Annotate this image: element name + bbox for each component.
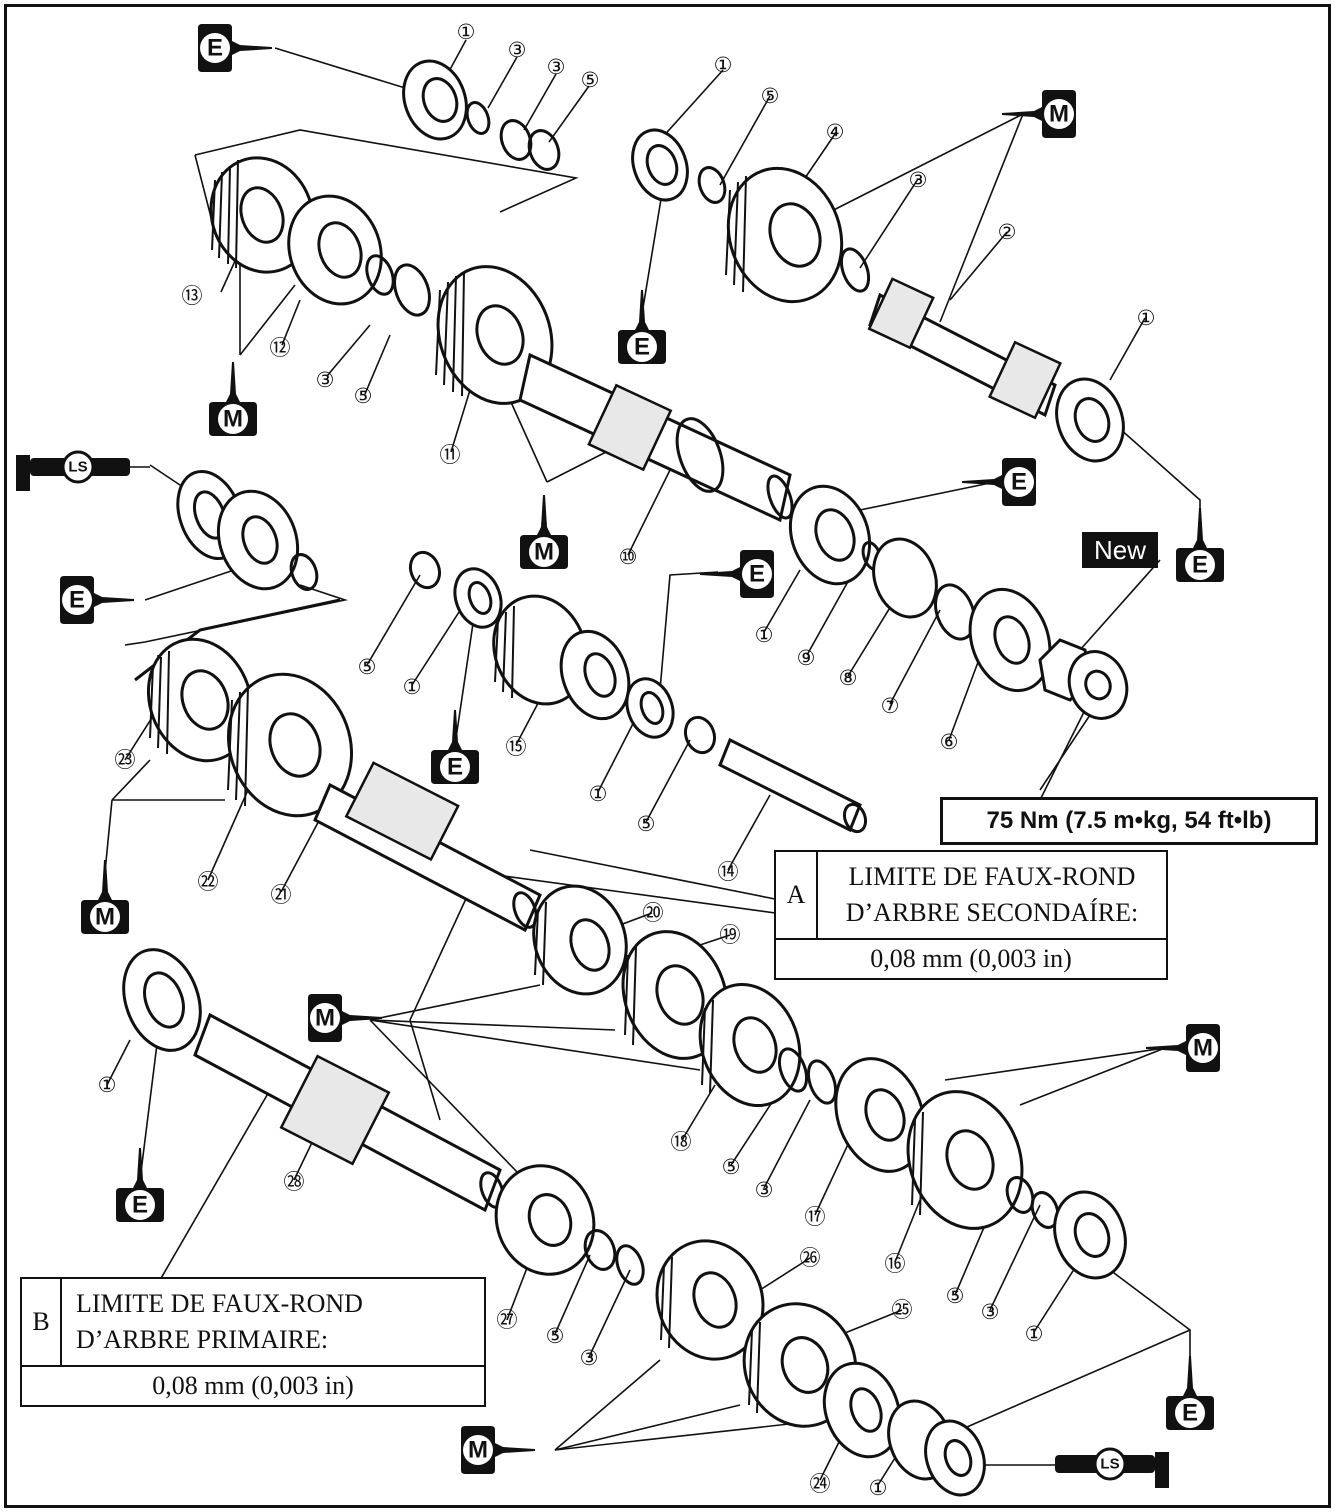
moly-oil-symbol: M [223,406,243,433]
engine-oil-symbol: E [749,561,765,588]
engine-oil-symbol: E [1192,552,1208,579]
callout-10: ⑩ [619,545,638,569]
callout-5-h: ⑤ [546,1324,565,1348]
moly-oil-symbol: M [95,904,115,931]
callout-16: ⑯ [885,1252,906,1276]
callout-1-c: ① [1137,306,1156,330]
middle-center-parts [408,550,868,834]
spec-value: 0,08 mm (0,003 in) [22,1365,484,1405]
moly-oil-symbol: M [315,1005,335,1032]
callout-26: ㉖ [800,1246,821,1270]
callout-11: ⑪ [440,443,461,467]
callout-22: ㉒ [198,870,219,894]
middle-right-parts [788,484,1129,720]
callout-3-e: ③ [755,1178,774,1202]
middle-left-parts [134,469,542,933]
moly-oil-symbol: M [534,539,554,566]
engine-oil-symbol: E [1011,469,1027,496]
engine-oil-symbol: E [132,1192,148,1219]
engine-oil-symbol: E [69,587,85,614]
callout-17: ⑰ [805,1205,826,1229]
callout-7: ⑦ [881,694,900,718]
torque-spec: 75 Nm (7.5 m•kg, 54 ft•lb) [940,797,1318,845]
engine-oil-symbol: E [634,334,650,361]
engine-oil-symbol: E [447,754,463,781]
callout-5-a: ⑤ [581,68,600,92]
callout-9: ⑨ [797,646,816,670]
moly-oil-symbol: M [1193,1035,1213,1062]
callout-3-b: ③ [547,55,566,79]
moly-oil-symbol: M [468,1437,488,1464]
callout-1-a: ① [457,20,476,44]
lower-parts [122,884,1127,1497]
callout-numbers: ① ③ ③ ⑤ ⑬ ⑫ ③ ⑤ ⑪ ⑩ ① ⑤ ④ ③ ② ① ① ⑨ ⑧ ⑦ … [98,20,1156,1500]
callout-6: ⑥ [940,730,959,754]
callout-1-d: ① [755,623,774,647]
callout-15: ⑮ [506,735,527,759]
callout-1-g: ① [1025,1322,1044,1346]
lithium-grease-symbol: LS [1100,1456,1119,1473]
callout-3-d: ③ [909,168,928,192]
callout-5-c: ⑤ [761,84,780,108]
callout-5-e: ⑤ [637,812,656,836]
callout-25: ㉕ [892,1298,913,1322]
secondary-shaft-parts [209,59,1125,523]
callout-3-c: ③ [316,368,335,392]
callout-3-f: ③ [981,1300,1000,1324]
callout-1-i: ① [869,1476,888,1500]
callout-21: ㉑ [271,883,292,907]
callout-24: ㉔ [810,1472,831,1496]
new-part-tag: New [1082,532,1158,568]
callout-5-b: ⑤ [354,384,373,408]
spec-label-line1: LIMITE DE FAUX-ROND [76,1289,363,1318]
engine-oil-symbol: E [207,35,223,62]
callout-27: ㉗ [497,1308,518,1332]
callout-2: ② [998,220,1017,244]
callout-1-b: ① [714,53,733,77]
callout-4: ④ [826,120,845,144]
spec-letter: B [22,1279,62,1365]
callout-5-f: ⑤ [722,1155,741,1179]
lithium-grease-icon [1055,1447,1169,1488]
callout-3-g: ③ [580,1346,599,1370]
spec-letter: A [776,852,818,938]
callout-1-f: ① [589,782,608,806]
callout-13: ⑬ [182,284,203,308]
callout-23: ㉓ [115,748,136,772]
moly-oil-symbol: M [1049,101,1069,128]
spec-label-line1: LIMITE DE FAUX-ROND [848,862,1136,891]
lithium-grease-symbol: LS [68,459,87,476]
callout-12: ⑫ [270,336,291,360]
spec-value: 0,08 mm (0,003 in) [776,938,1166,978]
engine-oil-symbol: E [1182,1400,1198,1427]
callout-5-d: ⑤ [358,655,377,679]
leader-lines [104,39,1201,1486]
callout-28: ㉘ [284,1170,305,1194]
callout-1-e: ① [403,675,422,699]
spec-label-line2: D’ARBRE PRIMAIRE: [76,1325,329,1354]
callout-5-g: ⑤ [946,1284,965,1308]
lithium-grease-icon [16,450,150,491]
callout-14: ⑭ [718,860,739,884]
runout-spec-primary-shaft: B LIMITE DE FAUX-ROND D’ARBRE PRIMAIRE: … [20,1277,486,1407]
callout-20: ⑳ [643,901,664,925]
runout-spec-secondary-shaft: A LIMITE DE FAUX-ROND D’ARBRE SECONDAÍRE… [774,850,1168,980]
spec-label: LIMITE DE FAUX-ROND D’ARBRE PRIMAIRE: [62,1279,484,1365]
callout-1-h: ① [98,1073,117,1097]
callout-3-a: ③ [508,38,527,62]
callout-8: ⑧ [839,666,858,690]
spec-label: LIMITE DE FAUX-ROND D’ARBRE SECONDAÍRE: [818,852,1166,938]
callout-19: ⑲ [720,923,741,947]
lubricant-badges: E E E E E E E E E M M M M M M M [16,24,1224,1488]
callout-18: ⑱ [671,1130,692,1154]
spec-label-line2: D’ARBRE SECONDAÍRE: [845,898,1139,927]
